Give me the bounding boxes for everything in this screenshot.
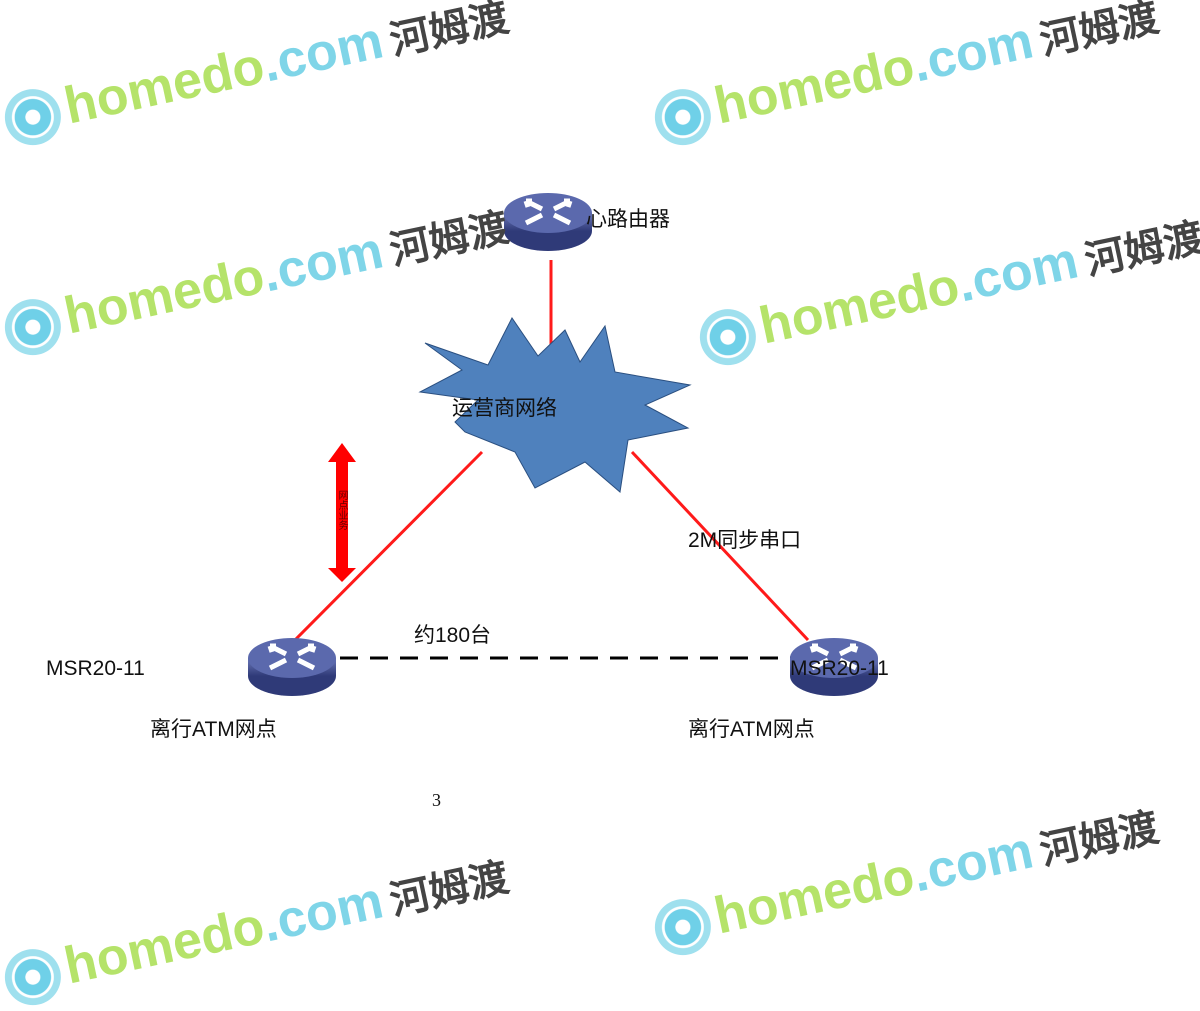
core-router-icon [504,193,592,251]
cloud-label: 运营商网络 [452,397,557,420]
flower-logo-icon [0,944,67,1011]
flower-logo-icon [649,84,717,151]
count-label: 约180台 [414,624,492,647]
flower-logo-icon [0,84,67,151]
arrow-label: 网点业务 [336,490,347,530]
core-router-label: 心路由器 [586,208,670,231]
flower-logo-icon [649,894,717,961]
link-cloud-to-right [630,450,810,642]
link-cloud-to-left [293,450,484,642]
left-site-label: 离行ATM网点 [150,718,277,741]
flower-logo-icon [694,304,762,371]
page-number: 3 [432,790,441,810]
business-arrow [328,443,356,582]
left-router-icon [248,638,336,696]
link-type-label: 2M同步串口 [688,529,802,552]
right-model-label: MSR20-11 [790,657,889,680]
flower-logo-icon [0,294,67,361]
left-model-label: MSR20-11 [46,657,145,680]
network-diagram [0,0,1200,900]
right-site-label: 离行ATM网点 [688,718,815,741]
carrier-network-cloud [418,317,692,493]
